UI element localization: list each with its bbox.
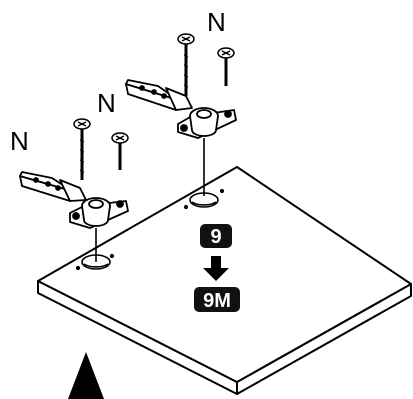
screw-left-2 — [111, 132, 129, 170]
direction-triangle-icon — [68, 352, 104, 399]
down-arrow-icon — [203, 256, 229, 281]
hinge-cup-hole-right — [183, 188, 225, 210]
label-n-left: N — [10, 126, 29, 156]
screw-left-1 — [73, 118, 91, 180]
screw-right-2 — [217, 47, 235, 86]
panel-top-face — [37, 166, 412, 383]
badge-part-9: 9 — [200, 224, 232, 248]
hinge-left — [19, 171, 129, 229]
hinge-right — [125, 79, 237, 139]
badge-part-9-text: 9 — [210, 226, 221, 248]
screw-right-1 — [177, 33, 195, 96]
badge-part-9m-text: 9M — [203, 290, 231, 312]
badge-part-9m: 9M — [194, 287, 240, 312]
label-n-top: N — [207, 7, 226, 37]
door-panel — [37, 166, 412, 395]
label-n-middle: N — [97, 88, 116, 118]
